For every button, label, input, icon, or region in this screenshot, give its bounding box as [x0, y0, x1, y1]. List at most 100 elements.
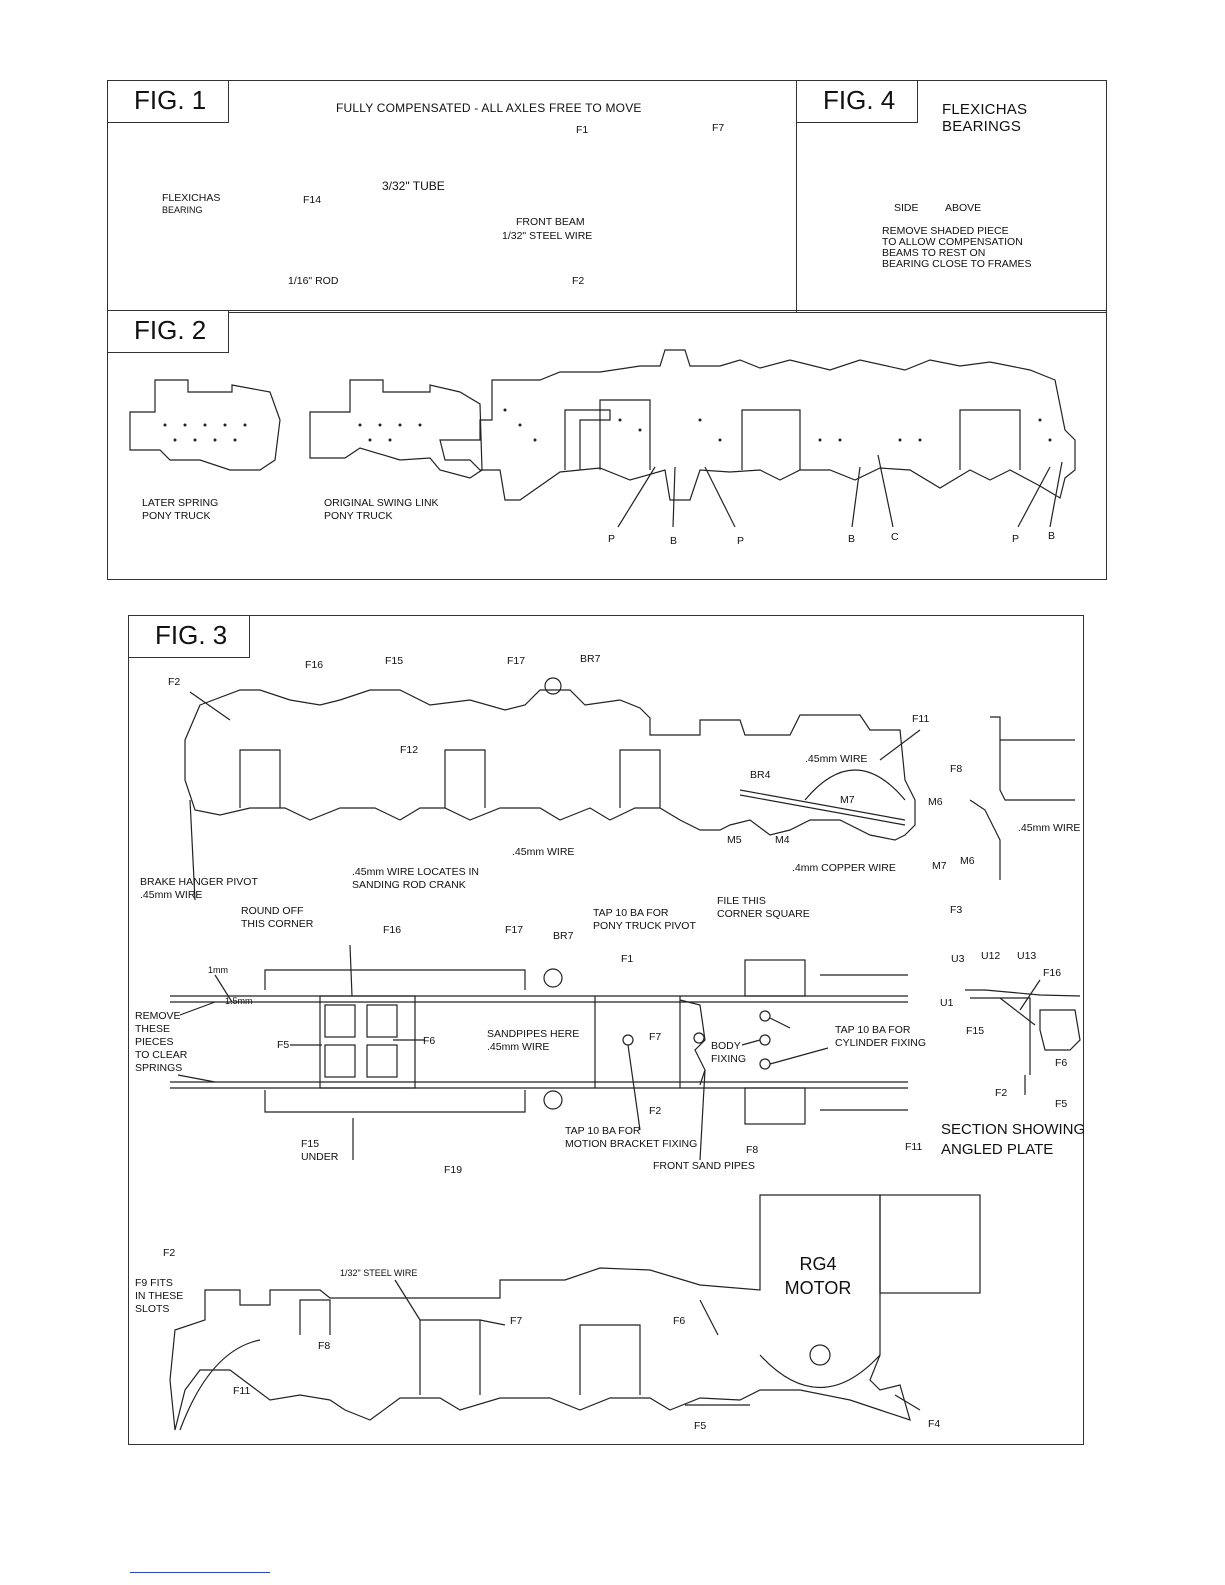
fig4-above-label: ABOVE — [945, 202, 982, 214]
fig2-label: FIG. 2 — [108, 311, 230, 353]
fig3-f9-fits-2: IN THESE — [135, 1290, 184, 1302]
fig3-mid-f5: F5 — [277, 1039, 290, 1051]
section-f15: F15 — [966, 1025, 985, 1037]
fig2-marker-b2: B — [848, 533, 856, 545]
fig3-wire-locates-1: .45mm WIRE LOCATES IN — [352, 866, 479, 878]
fig3-remove-3: PIECES — [135, 1036, 174, 1048]
fig2-panel: FIG. 2 — [107, 310, 1107, 580]
fig2-marker-p3: P — [1012, 533, 1020, 545]
fig3-tap-cyl-2: CYLINDER FIXING — [835, 1037, 927, 1049]
fig3-file-corner-1: FILE THIS — [717, 895, 766, 907]
fig3-top-wire-right: .45mm WIRE — [1018, 822, 1081, 834]
fig4-title: FLEXICHAS BEARINGS — [942, 101, 1028, 135]
fig3-body-fixing-2: FIXING — [711, 1053, 747, 1065]
fig1-f2-label: F2 — [572, 275, 585, 287]
fig3-bot-f6: F6 — [673, 1315, 686, 1327]
fig2-marker-b3: B — [1048, 530, 1056, 542]
fig3-tap-motion-1: TAP 10 BA FOR — [565, 1125, 641, 1137]
section-f16: F16 — [1043, 967, 1062, 979]
fig3-mid-f6: F6 — [423, 1035, 436, 1047]
fig3-sandpipes-2: .45mm WIRE — [487, 1041, 550, 1053]
fig3-mid-f11: F11 — [905, 1141, 923, 1153]
fig4-label: FIG. 4 — [797, 81, 919, 123]
fig4-note-1: REMOVE SHADED PIECE — [882, 225, 1009, 237]
fig3-motor-2: MOTOR — [784, 1278, 852, 1298]
fig3-label: FIG. 3 — [129, 616, 251, 658]
fig2-marker-b1: B — [670, 535, 678, 547]
fig3-top-br4: BR4 — [750, 769, 771, 781]
fig3-mid-f19: F19 — [444, 1164, 463, 1176]
fig1-panel: FIG. 1 FULLY COMPENSATED - ALL AXLES FRE… — [107, 80, 799, 313]
fig3-tap-motion-2: MOTION BRACKET FIXING — [565, 1138, 698, 1150]
fig3-top-m6b: M6 — [960, 855, 975, 867]
fig1-front-beam-label: FRONT BEAM — [516, 216, 585, 228]
fig4-note-4: BEARING CLOSE TO FRAMES — [882, 258, 1032, 270]
fig3-bot-f8: F8 — [318, 1340, 331, 1352]
fig3-top-f12: F12 — [400, 744, 419, 756]
fig3-dim-1mm: 1mm — [208, 965, 228, 975]
fig3-mid-f2: F2 — [649, 1105, 662, 1117]
fig3-remove-1: REMOVE — [135, 1010, 181, 1022]
fig3-top-wire-045: .45mm WIRE — [805, 753, 868, 765]
fig3-bot-f5: F5 — [694, 1420, 707, 1432]
fig3-middle-plan — [170, 944, 908, 1161]
fig3-remove-2: THESE — [135, 1023, 171, 1035]
fig3-top-m4: M4 — [775, 834, 790, 846]
fig3-top-f11: F11 — [912, 713, 930, 725]
fig2-marker-c: C — [891, 531, 899, 543]
fig2-later-spring-1: LATER SPRING — [142, 497, 219, 509]
fig3-body-fixing-1: BODY — [711, 1040, 741, 1052]
fig3-bottom-frame — [169, 1194, 981, 1431]
section-angled-plate — [965, 979, 1081, 1095]
fig3-top-m7b: M7 — [932, 860, 947, 872]
fig1-tube-label: 3/32" TUBE — [382, 179, 445, 193]
fig3-top-m6: M6 — [928, 796, 943, 808]
fig3-top-f15: F15 — [385, 655, 404, 667]
fig2-marker-p2: P — [737, 535, 745, 547]
fig3-motor-1: RG4 — [799, 1254, 837, 1274]
section-f6: F6 — [1055, 1057, 1068, 1069]
fig3-mid-f1: F1 — [621, 953, 634, 965]
fig3-tap-cyl-1: TAP 10 BA FOR — [835, 1024, 911, 1036]
fig2-frames-drawing — [129, 349, 1076, 528]
section-u13: U13 — [1017, 950, 1037, 962]
fig2-marker-p1: P — [608, 533, 616, 545]
fig3-sandpipes-1: SANDPIPES HERE — [487, 1028, 580, 1040]
fig3-round-off-1: ROUND OFF — [241, 905, 304, 917]
section-u3: U3 — [951, 953, 965, 965]
fig4-note-2: TO ALLOW COMPENSATION — [882, 236, 1023, 248]
fig3-mid-f16: F16 — [383, 924, 402, 936]
section-caption-1: SECTION SHOWING — [941, 1121, 1086, 1138]
fig3-bot-f11: F11 — [233, 1385, 251, 1397]
footer-link-underline — [130, 1572, 270, 1573]
fig2-rivet-holes — [163, 408, 1052, 442]
section-u12: U12 — [981, 950, 1001, 962]
fig3-f15-under-1: F15 — [301, 1138, 320, 1150]
fig3-bot-steel-wire: 1/32" STEEL WIRE — [340, 1268, 418, 1278]
section-caption-2: ANGLED PLATE — [941, 1141, 1054, 1158]
fig3-panel: FIG. 3 — [128, 615, 1084, 1445]
fig3-f15-under-2: UNDER — [301, 1151, 339, 1163]
fig3-top-f8: F8 — [950, 763, 963, 775]
fig4-note-3: BEAMS TO REST ON — [882, 247, 986, 259]
fig3-mid-br7: BR7 — [553, 930, 574, 942]
fig1-f7-label: F7 — [712, 122, 725, 134]
fig3-bot-f2: F2 — [163, 1247, 176, 1259]
fig1-title: FULLY COMPENSATED - ALL AXLES FREE TO MO… — [336, 101, 642, 115]
fig1-label: FIG. 1 — [108, 81, 230, 123]
fig3-top-frame — [184, 677, 1075, 901]
fig3-f9-fits-3: SLOTS — [135, 1303, 170, 1315]
fig3-top-f16: F16 — [305, 659, 324, 671]
fig3-tap-pony-2: PONY TRUCK PIVOT — [593, 920, 696, 932]
fig3-top-wire-mid: .45mm WIRE — [512, 846, 575, 858]
fig1-flexichas-label: FLEXICHAS — [162, 192, 221, 204]
fig3-bot-f7: F7 — [510, 1315, 523, 1327]
fig3-front-sand: FRONT SAND PIPES — [653, 1160, 755, 1172]
fig2-original-swing-2: PONY TRUCK — [324, 510, 393, 522]
fig3-tap-pony-1: TAP 10 BA FOR — [593, 907, 669, 919]
fig1-f14-label: F14 — [303, 194, 322, 206]
section-u1: U1 — [940, 997, 954, 1009]
section-f2: F2 — [995, 1087, 1008, 1099]
fig3-mid-f17: F17 — [505, 924, 524, 936]
fig3-file-corner-2: CORNER SQUARE — [717, 908, 810, 920]
